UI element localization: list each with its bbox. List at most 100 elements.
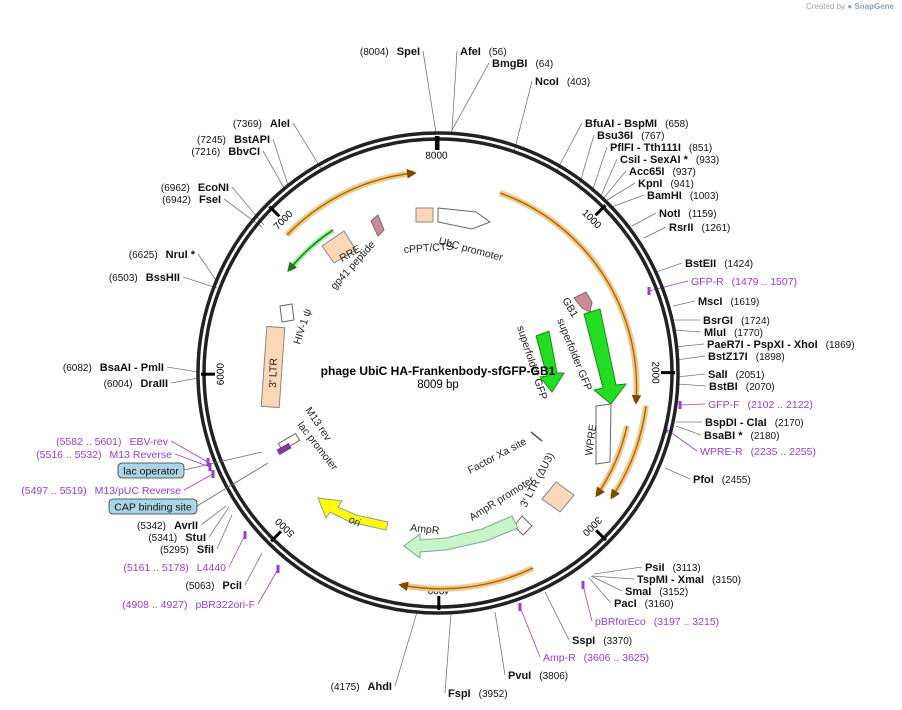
leader-line [588,577,612,604]
feature-label-wpre: WPRE [583,424,599,457]
orf-arc-bottom [400,565,535,592]
gb1-shape [573,291,593,313]
credit-prefix: Created by [805,2,846,11]
enzyme-site-label: (7369)AleI [233,118,290,130]
leader-line [664,467,691,480]
enzyme-site-label: CsiI - SexAI *(933) [620,154,719,166]
leader-line [170,440,209,463]
enzyme-labels: AfeI(56)BmgBI(64)NcoI(403)BfuAI - BspMI(… [21,46,854,700]
primer-mark [647,287,651,295]
leader-line [593,566,643,575]
enzyme-site-label: (7216)BbvCI [191,146,260,158]
leader-line [544,591,570,641]
ltr5-shape [260,325,286,409]
leader-line [672,300,696,307]
leader-line [494,611,506,676]
primer-mark [208,463,212,471]
enzyme-site-label: (5063)PciI [186,580,242,592]
enzyme-site-label: (8004)SpeI [360,46,420,58]
snapgene-logo-icon: ● [847,2,853,11]
primer-mark [243,531,247,539]
enzyme-site-label: RsrII(1261) [669,222,730,234]
primer-mark [581,581,585,589]
enzyme-site-label: (5342)AvrII [137,520,198,532]
enzyme-site-label: BstEII(1424) [685,258,753,270]
enzyme-site-label: GFP-R(1479 .. 1507) [691,276,797,288]
enzyme-site-label: pBRforEco(3197 .. 3215) [595,616,719,628]
leader-line [231,186,265,226]
enzyme-site-label: FspI(3952) [448,688,508,700]
enzyme-site-label: PfoI(2455) [693,474,751,486]
leader-line [444,612,452,694]
wpre-shape [595,403,612,465]
feature-label-factorxa: Factor Xa site [466,436,529,477]
feature-label-ltr5: 3' LTR [267,357,280,388]
leader-line [591,575,635,580]
enzyme-leader-lines [166,50,707,694]
enzyme-site-label: (4908 .. 4927)pBR322ori-F [122,599,255,611]
enzyme-site-label: PsiI(3113) [645,562,701,574]
leader-line [655,262,683,273]
enzyme-site-label: NcoI(403) [535,76,590,88]
leader-line [643,226,667,239]
leader-line [422,50,437,134]
enzyme-site-label: WPRE-R(2235 .. 2255) [700,446,816,458]
leader-line [676,373,706,378]
enzyme-site-label: (5341)StuI [148,532,206,544]
leader-line [578,134,595,187]
ampr-shape [403,515,519,559]
leader-line [601,170,627,201]
sfgfp-shape-1 [583,308,628,405]
enzyme-site-label: SspI(3370) [572,635,632,647]
tick-mark [594,204,607,217]
leader-line [591,146,608,193]
orf-arc-top [284,170,415,238]
leader-line [673,329,702,333]
tick-label: 6000 [216,363,227,386]
leader-line [603,182,636,203]
enzyme-site-label: (6962)EcoNI [161,182,229,194]
enzyme-site-label: BfuAI - BspMI(658) [585,118,688,130]
leader-line [262,150,285,189]
leader-line [228,534,246,568]
feature-label-hiv1: HIV-1 ψ [291,307,314,346]
ori-shape [317,497,389,531]
leader-line [679,403,706,406]
leader-line [257,568,279,605]
enzyme-site-label: (5497 .. 5519)M13/pUC Reverse [21,485,181,497]
enzyme-site-label: PaeR7I - PspXI - XhoI(1869) [707,339,855,351]
enzyme-site-label: BstZ17I(1898) [708,351,785,363]
enzyme-site-label: (7245)BstAPI [197,134,270,146]
primer-mark [206,458,210,466]
tick-mark [268,205,281,218]
plasmid-length: 8009 bp [417,379,459,391]
cap-binding-site-label: CAP binding site [114,502,192,514]
snapgene-credit: Created by ● SnapGene [806,2,894,11]
leader-line [292,122,323,171]
enzyme-site-label: Amp-R(3606 .. 3625) [543,652,649,664]
enzyme-site-label: (6004)DraIII [104,378,168,390]
orf-arcs [284,168,649,592]
enzyme-site-label: PvuI(3806) [508,670,568,682]
boxed-labels: lac operator CAP binding site [108,451,269,515]
enzyme-site-label: (5295)SfiI [160,544,214,556]
gp41-peptide-shape [370,214,385,237]
m13rev-shape [276,442,292,456]
enzyme-site-label: MscI(1619) [698,296,759,308]
factor-xa-mark [530,431,543,442]
leader-line [450,62,490,133]
enzyme-site-label: MluI(1770) [704,327,763,339]
lac-operator-box [117,462,185,479]
leader-line [599,158,618,199]
enzyme-site-label: GFP-F(2102 .. 2122) [708,399,813,411]
hiv1-psi-shape [279,303,295,323]
leader-line [675,355,706,361]
enzyme-site-label: (5582 .. 5601)EBV-rev [56,436,169,448]
ubc-promoter-shape [437,207,492,230]
cap-binding-site-box [108,498,198,515]
primer-mark [678,401,682,409]
ampr-promoter-shape [513,515,533,536]
leader-line [513,80,533,153]
